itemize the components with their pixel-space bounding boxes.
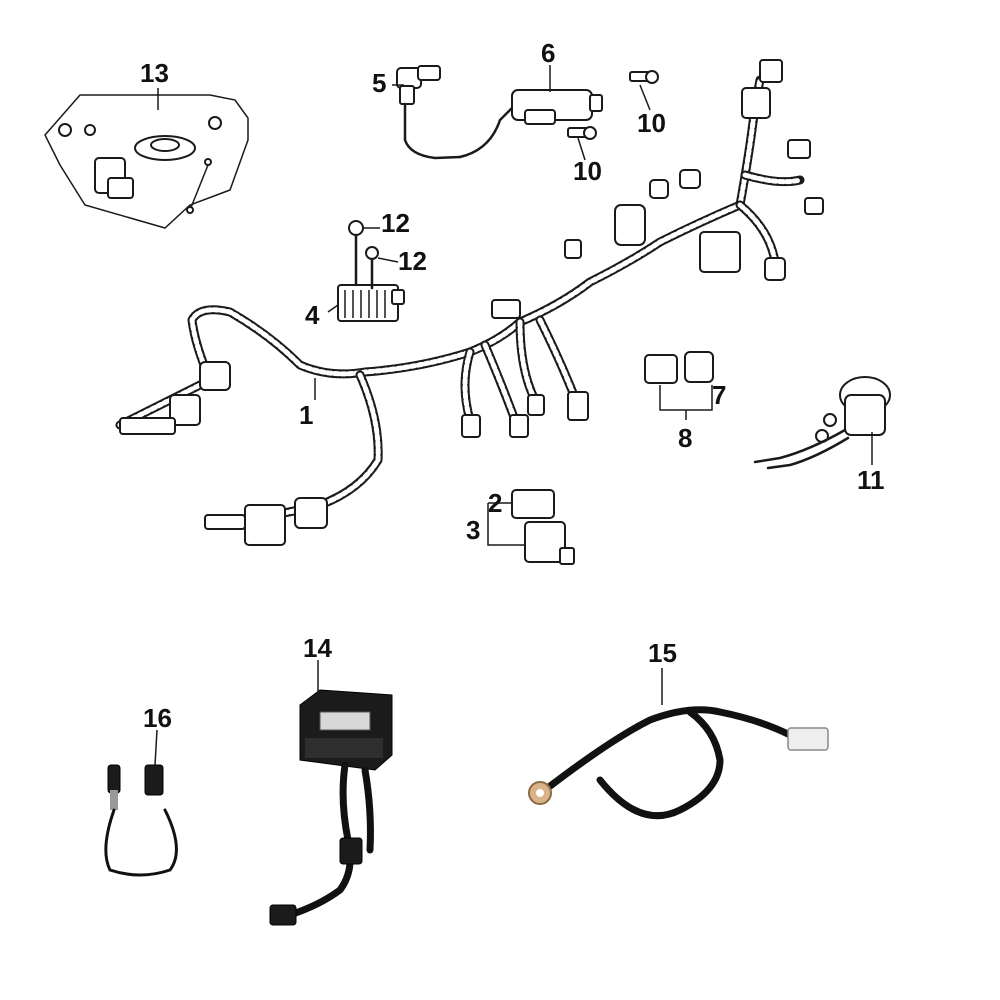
callout-16: 16 xyxy=(143,703,172,733)
ignition-switch-icon xyxy=(753,376,891,470)
oxygen-sensor-icon xyxy=(104,764,178,877)
callout-10-lower: 10 xyxy=(573,156,602,186)
relay-icon xyxy=(511,489,555,519)
screw-icon xyxy=(348,220,379,290)
callout-10-upper: 10 xyxy=(637,108,666,138)
ground-cable-icon xyxy=(528,706,829,820)
regulator-rectifier-icon xyxy=(337,284,405,322)
callout-6: 6 xyxy=(541,38,556,68)
callout-12-upper: 12 xyxy=(381,208,410,238)
relay-assembly-icon xyxy=(524,521,575,565)
spark-plug-cap-icon xyxy=(396,65,462,160)
leader-lines xyxy=(154,65,873,766)
callout-12-lower: 12 xyxy=(398,246,427,276)
main-wire-harness-icon xyxy=(115,59,824,546)
relay-pair-icon xyxy=(644,354,678,384)
lock-set-icon xyxy=(44,94,249,229)
callout-4: 4 xyxy=(305,300,320,330)
flasher-relay-icon xyxy=(684,351,714,383)
bolt-icon xyxy=(567,70,659,140)
ecu-module-icon xyxy=(269,689,393,926)
callout-11: 11 xyxy=(857,465,885,495)
callout-2: 2 xyxy=(488,488,503,518)
callout-5: 5 xyxy=(372,68,387,98)
callout-3: 3 xyxy=(466,515,481,545)
callout-15: 15 xyxy=(648,638,677,668)
callout-1: 1 xyxy=(299,400,314,430)
callout-13: 13 xyxy=(140,58,169,88)
callout-8: 8 xyxy=(678,423,693,453)
callout-14: 14 xyxy=(303,633,332,663)
callout-7: 7 xyxy=(712,380,727,410)
ignition-coil-icon xyxy=(458,89,603,159)
